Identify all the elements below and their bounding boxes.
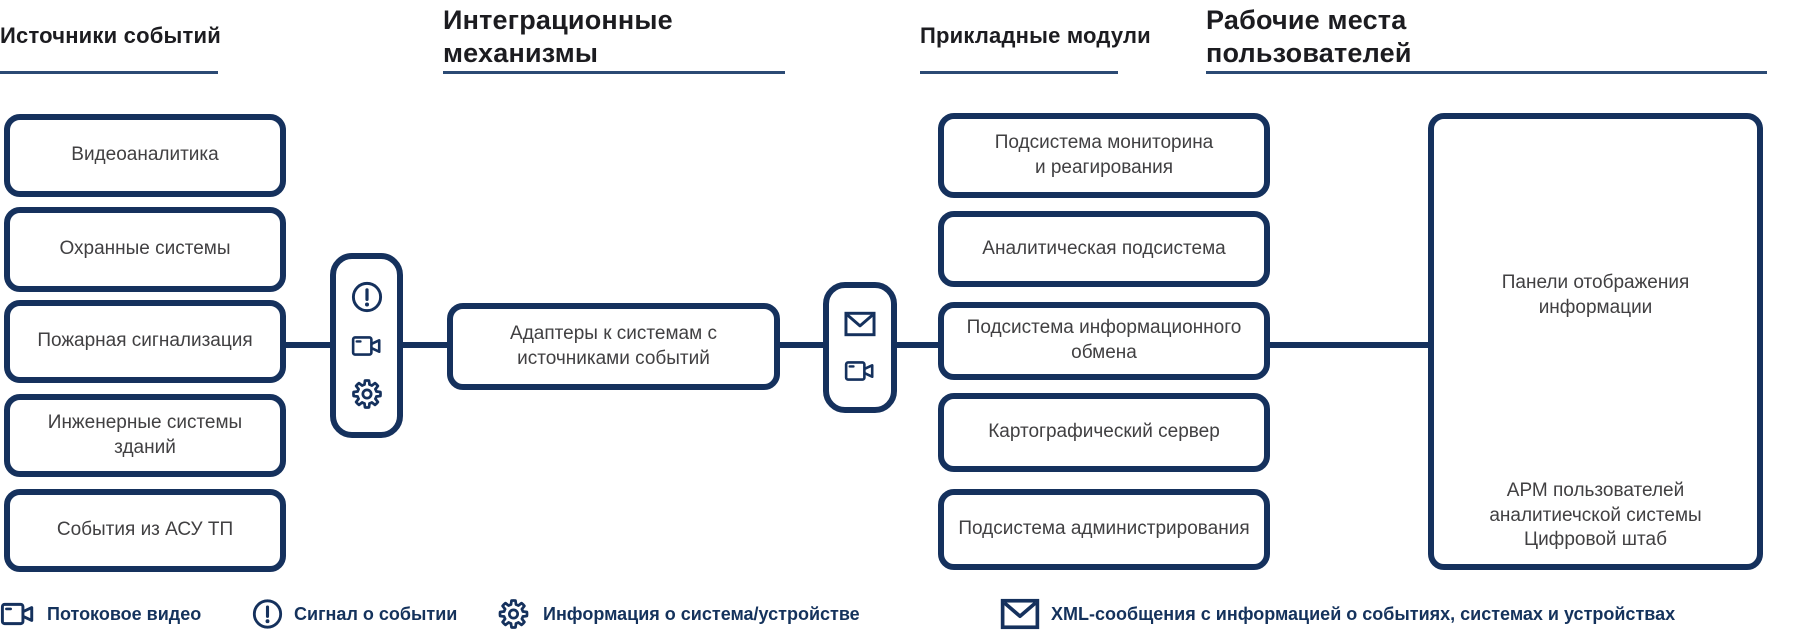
- column-header-event-sources: Источники событий: [0, 23, 221, 48]
- envelope-icon: [844, 308, 876, 340]
- adapters-box: Адаптеры к системам с источниками событи…: [447, 303, 780, 390]
- integration-icons-right: [823, 282, 897, 413]
- connector-line-2: [400, 342, 450, 348]
- gear-icon: [351, 378, 383, 410]
- column-header-modules: Прикладные модули: [920, 23, 1151, 48]
- legend-label: Информация о система/устройстве: [543, 603, 860, 624]
- alert-icon: [252, 598, 283, 630]
- source-box-asutp-events: События из АСУ ТП: [4, 489, 286, 572]
- legend-label: Сигнал о событии: [294, 603, 458, 624]
- source-box-video-analytics: Видеоаналитика: [4, 114, 286, 197]
- connector-line-3: [777, 342, 826, 348]
- source-box-security-systems: Охранные системы: [4, 207, 286, 292]
- source-box-building-systems: Инженерные системы зданий: [4, 394, 286, 477]
- module-box-map-server: Картографический сервер: [938, 393, 1270, 472]
- source-box-fire-alarm: Пожарная сигнализация: [4, 300, 286, 383]
- integration-icons-left: [330, 253, 403, 438]
- video-camera-icon: [0, 598, 36, 630]
- gear-icon: [495, 598, 532, 630]
- workstations-arm-label: АРМ пользователей аналитиечской системы …: [1489, 480, 1702, 551]
- legend-item-device-info: Информация о система/устройстве: [495, 597, 860, 631]
- legend-label: Потоковое видео: [47, 603, 202, 624]
- header-underline: [0, 71, 218, 74]
- header-underline: [920, 71, 1118, 74]
- module-box-administration: Подсистема администрирования: [938, 489, 1270, 570]
- legend-item-xml-messages: XML-сообщения с информацией о событиях, …: [1000, 597, 1675, 631]
- header-underline: [443, 71, 785, 74]
- video-camera-icon: [844, 355, 876, 387]
- workstations-box: Панели отображения информации АРМ пользо…: [1428, 113, 1763, 570]
- legend-item-event-signal: Сигнал о событии: [252, 597, 457, 631]
- workstations-panels-label: Панели отображения информации: [1501, 272, 1690, 318]
- envelope-icon: [1000, 598, 1040, 630]
- connector-line-4: [894, 342, 941, 348]
- header-underline: [1206, 71, 1767, 74]
- connector-line-5: [1267, 342, 1431, 348]
- legend-item-streaming-video: Потоковое видео: [0, 597, 201, 631]
- alert-icon: [351, 281, 383, 313]
- module-box-monitoring: Подсистема мониторина и реагирования: [938, 113, 1270, 198]
- video-camera-icon: [351, 330, 383, 362]
- module-box-analytics: Аналитическая подсистема: [938, 211, 1270, 287]
- connector-line-1: [283, 342, 333, 348]
- legend-label: XML-сообщения с информацией о событиях, …: [1051, 603, 1676, 624]
- column-header-workstations: Рабочие места пользователей: [1206, 5, 1412, 68]
- column-header-integration: Интеграционные механизмы: [443, 5, 673, 68]
- module-box-info-exchange: Подсистема информационного обмена: [938, 302, 1270, 380]
